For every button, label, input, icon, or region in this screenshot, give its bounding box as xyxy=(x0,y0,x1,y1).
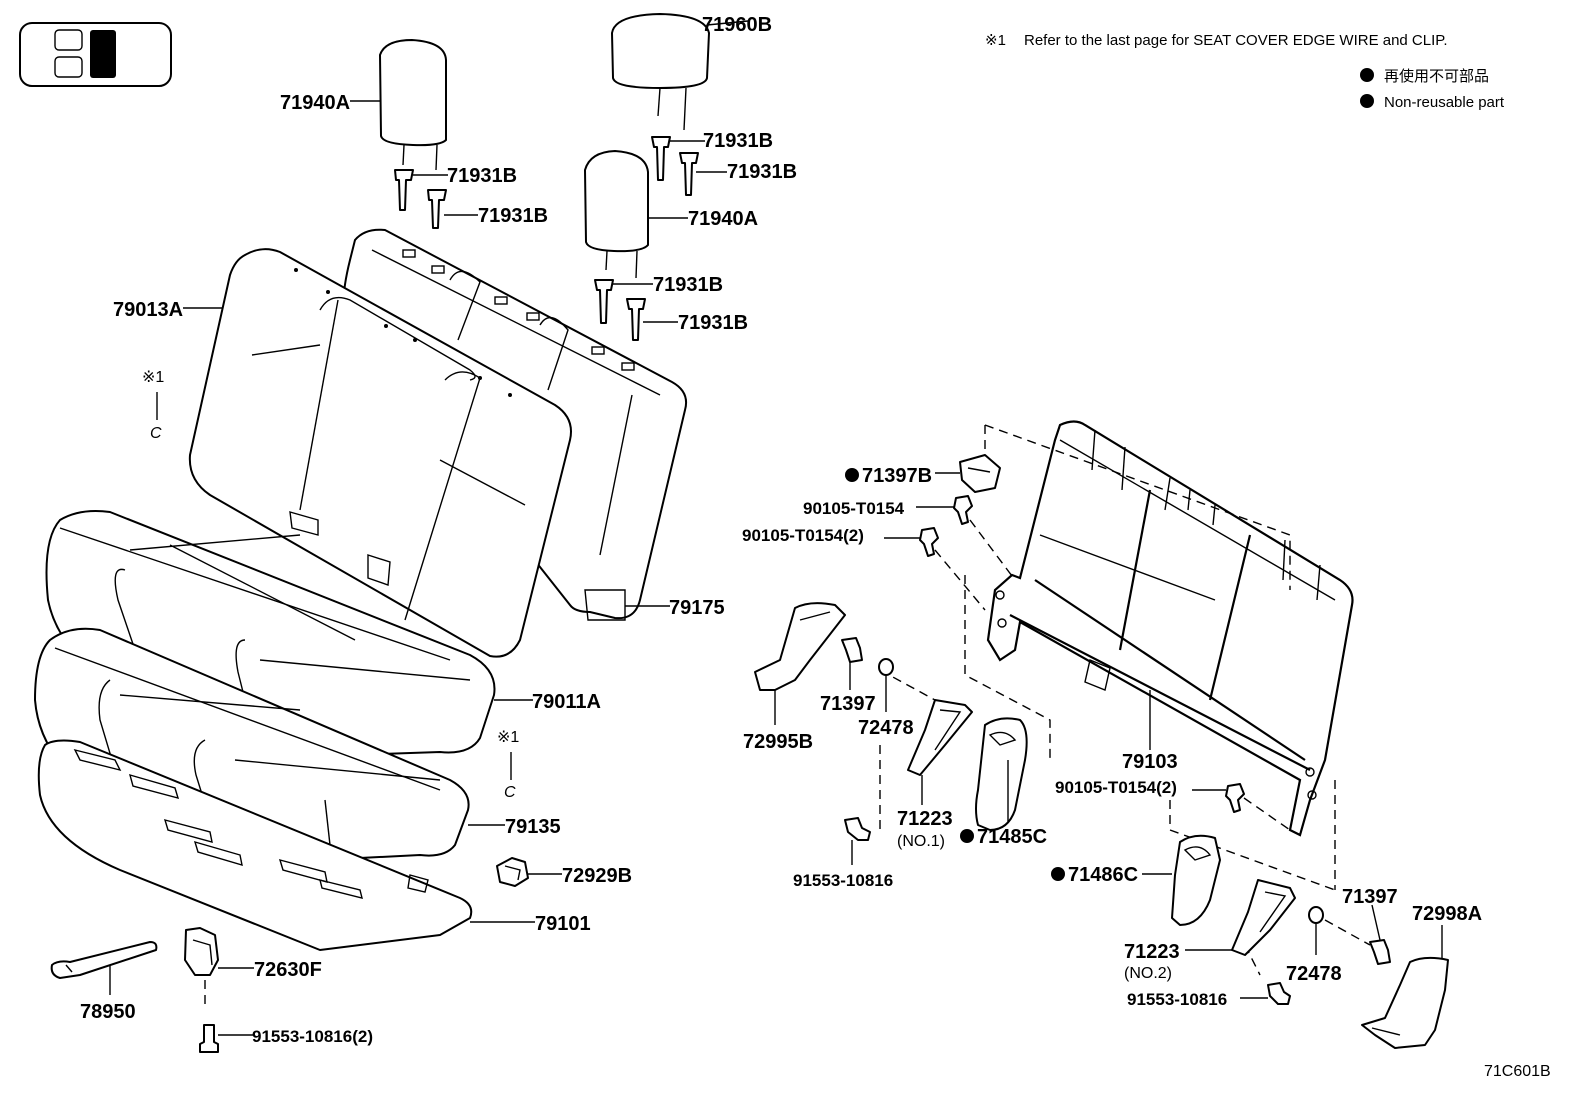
legend-line-2: Non-reusable part xyxy=(1384,94,1505,111)
bolt-91553-10816-b: 91553-10816 xyxy=(1127,982,1291,1009)
label-90105-t0154: 90105-T0154 xyxy=(803,499,905,518)
knob-71397-b: 71397 xyxy=(1342,886,1398,965)
rod-78950: 78950 xyxy=(50,941,158,1023)
bush-72478-a: 72478 xyxy=(858,658,914,739)
dash-line xyxy=(1324,919,1371,946)
legend-line-1: 再使用不可部品 xyxy=(1384,68,1489,85)
label-71931b-l2: 71931B xyxy=(478,205,548,227)
seatback-frame-79103: 79103 xyxy=(986,420,1354,837)
hinge-cover-71223-no1: 71223 (NO.1) xyxy=(897,699,973,850)
ref-mark-mid: ※1 C xyxy=(497,729,519,801)
cover-71486c: 71486C xyxy=(1051,834,1221,926)
label-72478-a: 72478 xyxy=(858,717,914,739)
label-71940a-right: 71940A xyxy=(688,208,758,230)
label-71931b-r1: 71931B xyxy=(703,130,773,152)
note-mark: ※1 xyxy=(985,32,1006,49)
cover-72998a: 72998A xyxy=(1361,903,1482,1049)
bush-72478-b: 72478 xyxy=(1286,906,1342,985)
cushion-frame-79101: 79101 xyxy=(37,739,591,951)
label-90105-t0154-2b: 90105-T0154(2) xyxy=(1055,778,1177,797)
label-71397-b: 71397 xyxy=(1342,886,1398,908)
label-78950: 78950 xyxy=(80,1001,136,1023)
bolt-90105-t0154-2b: 90105-T0154(2) xyxy=(1055,778,1291,831)
label-90105-t0154-2a: 90105-T0154(2) xyxy=(742,526,864,545)
bolt-91553-10816-a: 91553-10816 xyxy=(793,817,893,890)
headrest-guides-left: 71931B 71931B xyxy=(394,165,548,229)
dash-line xyxy=(964,575,1051,760)
bolt-90105-t0154: 90105-T0154 xyxy=(803,495,973,525)
label-79135: 79135 xyxy=(505,816,561,838)
label-71397b: 71397B xyxy=(862,465,932,487)
dash-line xyxy=(1169,800,1336,891)
figure-id: 71C601B xyxy=(1484,1063,1551,1080)
headrest-71940a-right: 71940A xyxy=(584,150,758,279)
header-note: ※1 Refer to the last page for SEAT COVER… xyxy=(985,32,1448,49)
bolt-90105-t0154-2a: 90105-T0154(2) xyxy=(742,519,1016,611)
label-71485c: 71485C xyxy=(977,826,1047,848)
bolt-91553-10816-left: 91553-10816(2) xyxy=(199,1024,373,1053)
label-71931b-r4: 71931B xyxy=(678,312,748,334)
label-91553-10816-b: 91553-10816 xyxy=(1127,990,1227,1009)
hinge-cover-71223-no2: 71223 (NO.2) xyxy=(1124,879,1296,982)
label-71486c: 71486C xyxy=(1068,864,1138,886)
legend: 再使用不可部品 Non-reusable part xyxy=(1360,68,1505,111)
non-reusable-bullet-icon xyxy=(960,829,974,843)
label-91553-10816-2: 91553-10816(2) xyxy=(252,1027,373,1046)
ref-note-left: ※1 xyxy=(142,369,164,386)
latch-71397b: 71397B xyxy=(845,454,1001,493)
ref-clip-left: C xyxy=(150,425,162,442)
label-no2: (NO.2) xyxy=(1124,965,1172,982)
label-71397-a: 71397 xyxy=(820,693,876,715)
headrest-71960b: 71960B xyxy=(611,13,772,131)
locator-thumbnail xyxy=(19,22,172,87)
label-71223-no1: 71223 xyxy=(897,808,953,830)
bracket-72929b: 72929B xyxy=(496,857,632,887)
label-72630f: 72630F xyxy=(254,959,322,981)
non-reusable-bullet-icon xyxy=(1360,94,1374,108)
non-reusable-bullet-icon xyxy=(845,468,859,482)
label-no1: (NO.1) xyxy=(897,833,945,850)
headrest-guides-right-top: 71931B 71931B xyxy=(651,130,797,196)
ref-mark-left: ※1 C xyxy=(142,369,164,442)
dash-line xyxy=(984,424,1291,590)
label-71931b-l1: 71931B xyxy=(447,165,517,187)
label-72998a: 72998A xyxy=(1412,903,1482,925)
label-91553-10816-a: 91553-10816 xyxy=(793,871,893,890)
ref-clip-mid: C xyxy=(504,784,516,801)
label-72929b: 72929B xyxy=(562,865,632,887)
knob-71397-a: 71397 xyxy=(820,637,876,715)
label-79101: 79101 xyxy=(535,913,591,935)
label-71223-no2: 71223 xyxy=(1124,941,1180,963)
label-72478-b: 72478 xyxy=(1286,963,1342,985)
label-72995b: 72995B xyxy=(743,731,813,753)
label-79011a: 79011A xyxy=(532,691,601,713)
label-71960b: 71960B xyxy=(702,14,772,36)
headrest-guides-right-lower: 71931B 71931B xyxy=(594,274,748,341)
dash-line xyxy=(879,669,936,701)
non-reusable-bullet-icon xyxy=(1360,68,1374,82)
hinge-72630f: 72630F xyxy=(184,927,322,1010)
note-text: Refer to the last page for SEAT COVER ED… xyxy=(1024,32,1448,49)
label-71940a-left: 71940A xyxy=(280,92,350,114)
cover-71485c: 71485C xyxy=(960,717,1047,848)
seatback-cover-79013a: 79013A xyxy=(113,248,572,658)
cover-72995b: 72995B xyxy=(743,602,846,753)
label-79103: 79103 xyxy=(1122,751,1178,773)
label-79013a: 79013A xyxy=(113,299,183,321)
ref-note-mid: ※1 xyxy=(497,729,519,746)
label-71931b-r3: 71931B xyxy=(653,274,723,296)
non-reusable-bullet-icon xyxy=(1051,867,1065,881)
headrest-71940a-left: 71940A xyxy=(280,39,447,171)
label-71931b-r2: 71931B xyxy=(727,161,797,183)
label-79175: 79175 xyxy=(669,597,725,619)
